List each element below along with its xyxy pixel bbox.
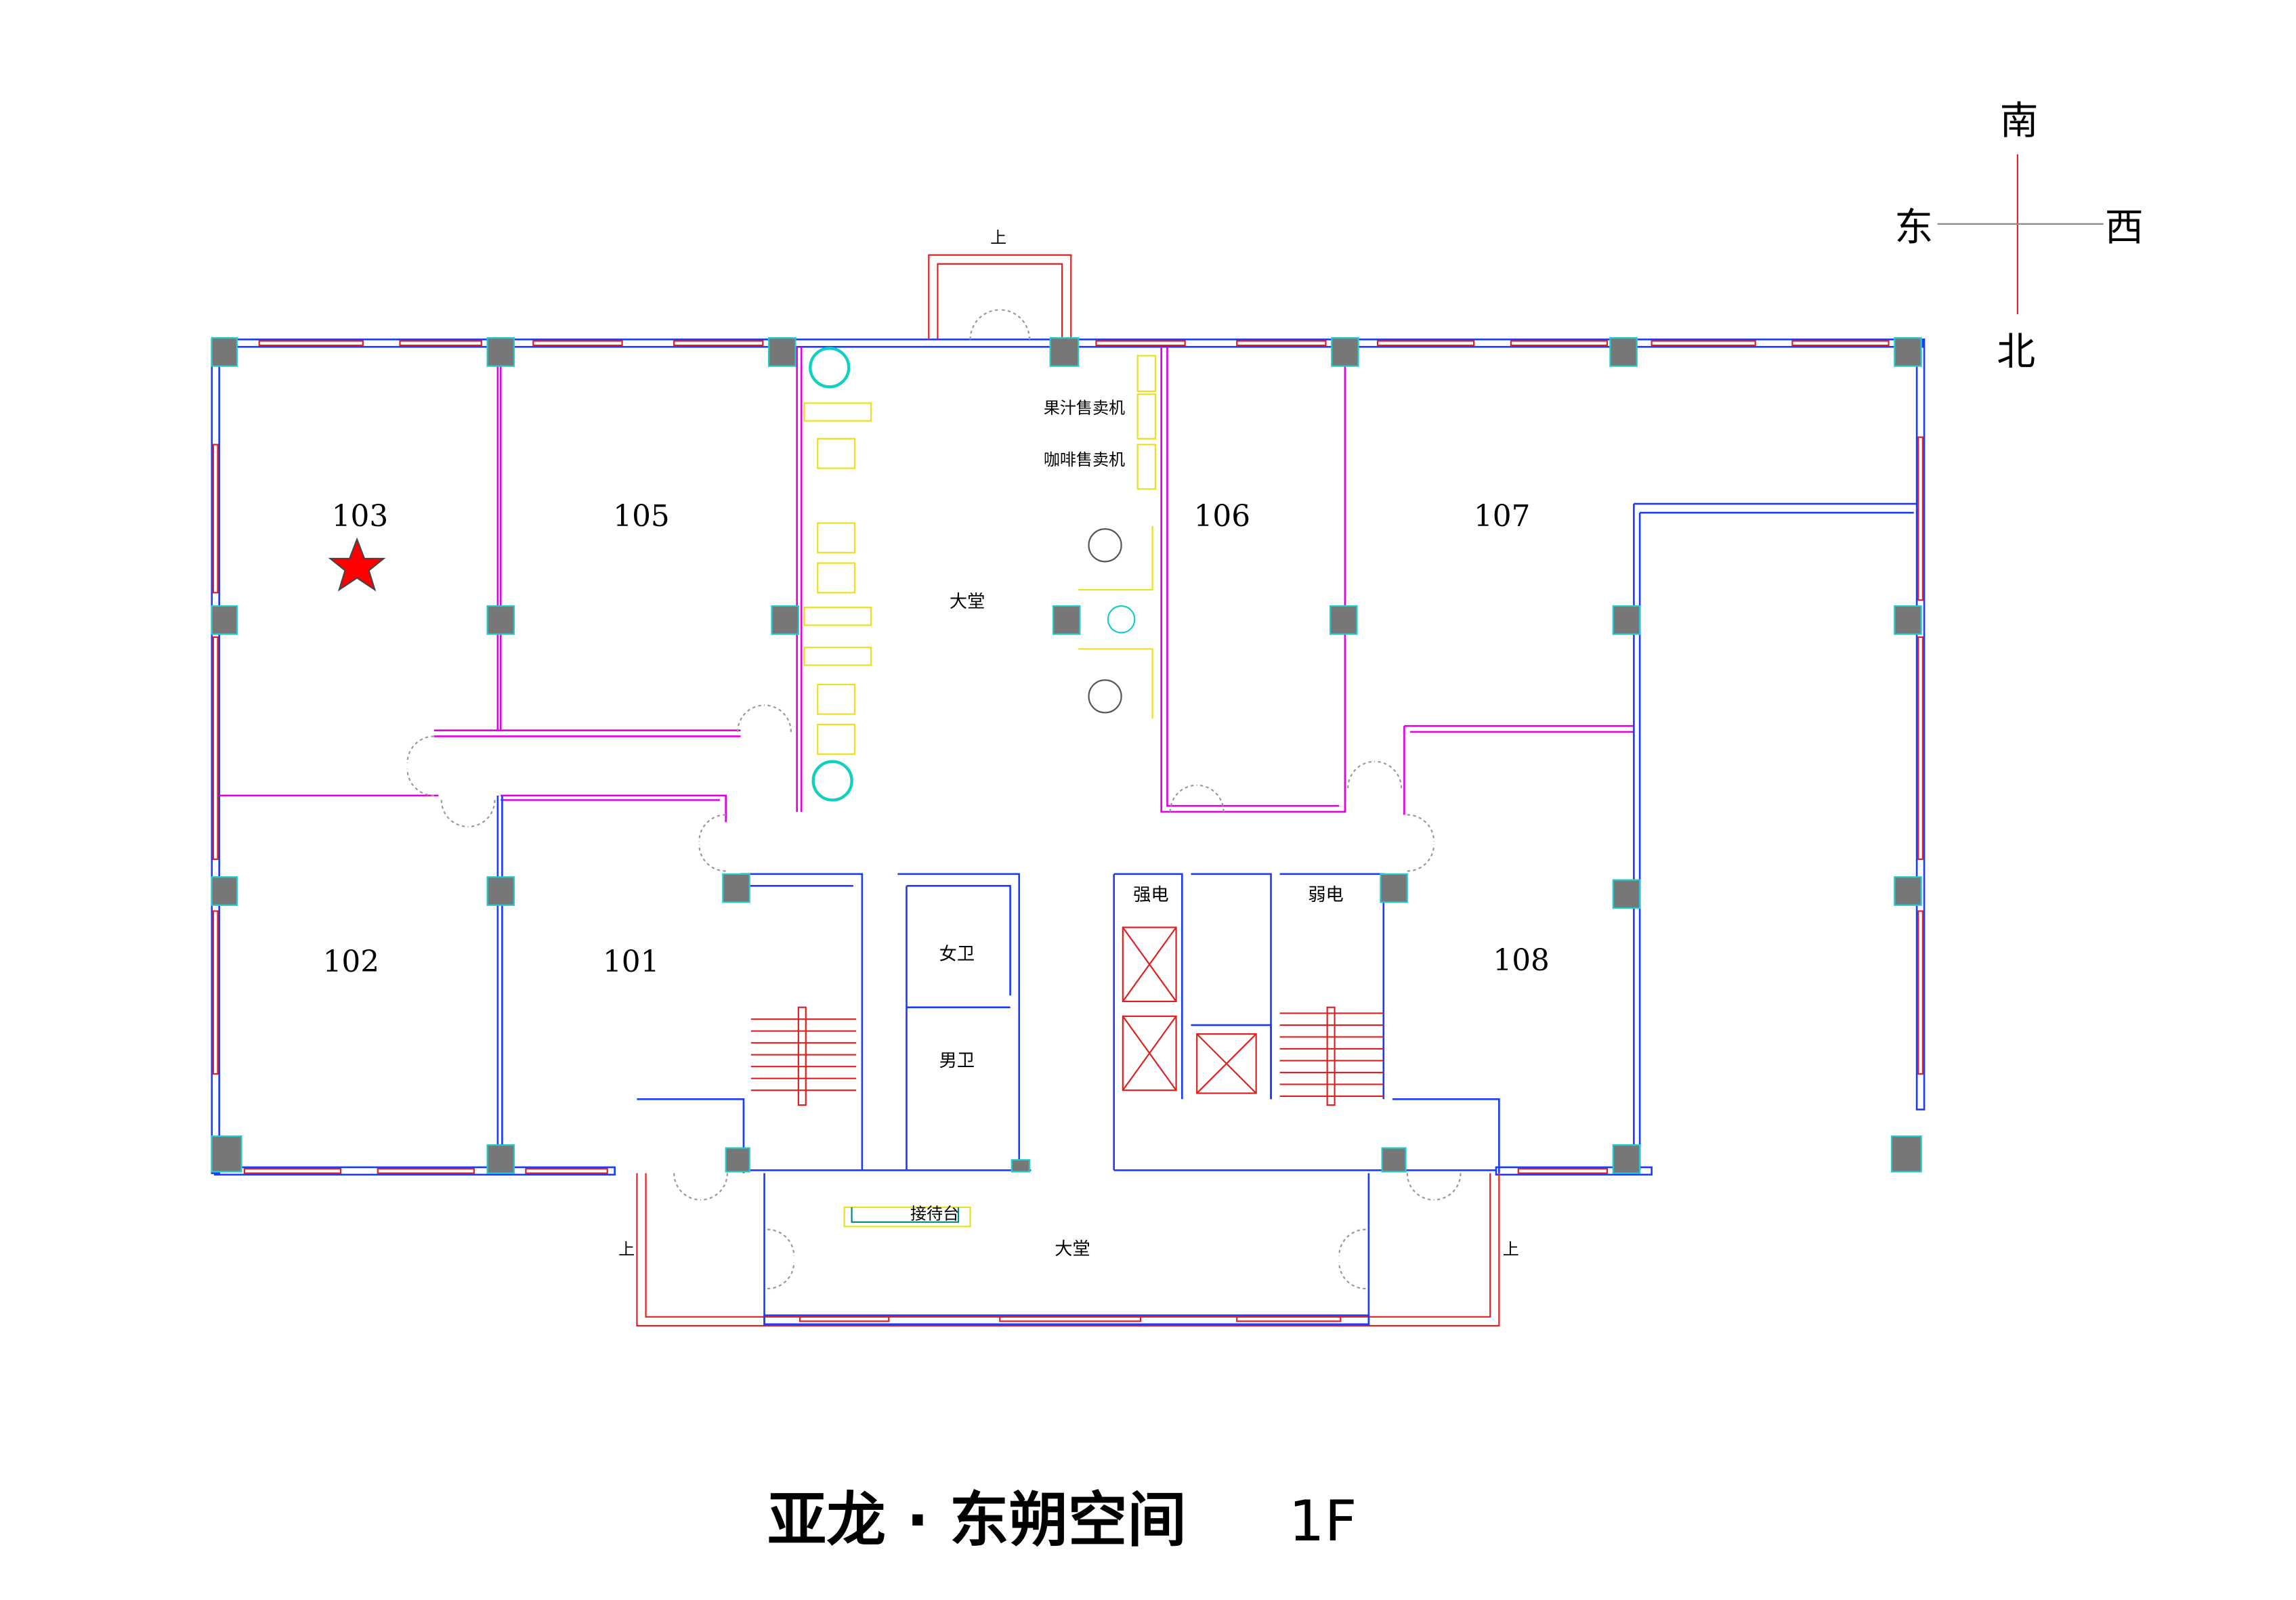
plan-title: 亚龙 · 东朔空间 1F bbox=[767, 1486, 1357, 1555]
lobby-lower-label: 大堂 bbox=[1055, 1239, 1090, 1259]
title-name: 亚龙 · 东朔空间 bbox=[767, 1486, 1187, 1555]
reception-label: 接待台 bbox=[910, 1204, 959, 1223]
compass: 南 东 西 北 bbox=[1894, 98, 2143, 374]
doors bbox=[406, 309, 1462, 1290]
strong-power-label: 强电 bbox=[1133, 885, 1168, 905]
lobby-furniture bbox=[803, 347, 1157, 802]
reception-desk: 接待台 bbox=[843, 1204, 971, 1228]
juice-vending-label: 果汁售卖机 bbox=[1044, 399, 1125, 418]
stair-up-right: 上 bbox=[1503, 1240, 1519, 1259]
elevators bbox=[1122, 926, 1257, 1094]
room-107: 107 bbox=[1474, 499, 1530, 534]
stair-up-top: 上 bbox=[990, 228, 1006, 247]
stairs bbox=[750, 1006, 1384, 1106]
partitions bbox=[219, 347, 1917, 1171]
room-106: 106 bbox=[1194, 499, 1250, 534]
compass-east: 东 bbox=[1894, 205, 1933, 250]
columns bbox=[211, 337, 1922, 1174]
coffee-vending-label: 咖啡售卖机 bbox=[1044, 450, 1125, 469]
title-floor: 1F bbox=[1289, 1488, 1357, 1554]
compass-south: 南 bbox=[2000, 98, 2039, 143]
compass-west: 西 bbox=[2105, 205, 2144, 250]
weak-power-label: 弱电 bbox=[1308, 885, 1343, 905]
area-labels: 大堂 大堂 女卫 男卫 强电 弱电 果汁售卖机 咖啡售卖机 bbox=[939, 399, 1344, 1259]
mens-restroom-label: 男卫 bbox=[939, 1051, 975, 1071]
room-103: 103 bbox=[332, 499, 388, 534]
room-105: 105 bbox=[613, 499, 669, 534]
lobby-upper-label: 大堂 bbox=[950, 592, 985, 612]
room-101: 101 bbox=[603, 945, 659, 979]
compass-north: 北 bbox=[1997, 329, 2035, 374]
room-108: 108 bbox=[1493, 943, 1549, 978]
stair-up-markers: 上 上 上 bbox=[618, 228, 1519, 1259]
room-labels: 103 105 106 107 102 101 108 bbox=[323, 499, 1550, 979]
room-102: 102 bbox=[323, 945, 379, 979]
womens-restroom-label: 女卫 bbox=[939, 945, 975, 965]
location-star-marker bbox=[328, 537, 386, 592]
stair-up-left: 上 bbox=[618, 1240, 635, 1259]
